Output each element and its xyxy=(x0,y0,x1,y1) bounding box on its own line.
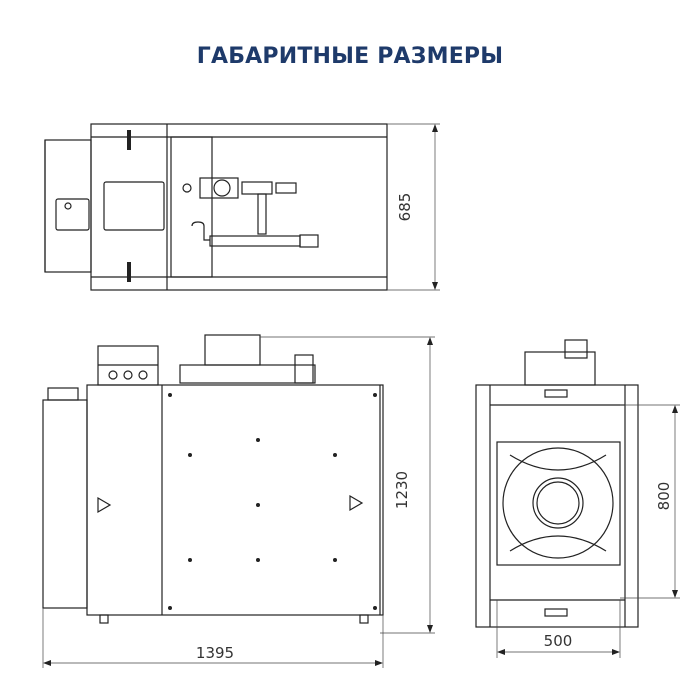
dimension-1395: 1395 xyxy=(196,644,234,662)
top-view: 685 xyxy=(44,123,440,291)
pipe-assembly xyxy=(182,177,319,248)
airflow-arrow-icon xyxy=(97,496,112,514)
dimension-800: 800 xyxy=(655,482,673,511)
front-view: 1230 1395 xyxy=(42,334,435,668)
dimension-500: 500 xyxy=(544,632,573,650)
actuator-icon xyxy=(55,198,90,231)
page-title: ГАБАРИТНЫЕ РАЗМЕРЫ xyxy=(196,44,504,69)
airflow-arrow-icon xyxy=(349,494,364,512)
dimension-1230: 1230 xyxy=(393,471,411,509)
dimension-685: 685 xyxy=(396,193,414,222)
inspection-window xyxy=(103,181,165,231)
side-view: 800 500 xyxy=(475,339,680,658)
